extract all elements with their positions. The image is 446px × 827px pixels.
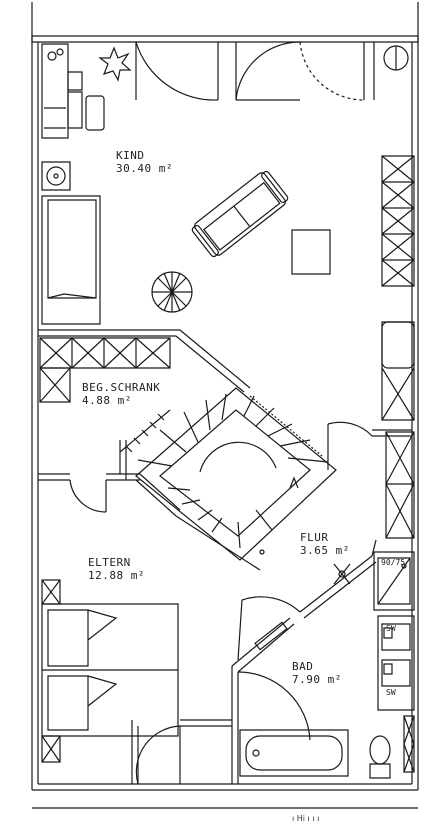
staircase <box>120 388 336 560</box>
outer-walls <box>32 2 418 808</box>
wall-outlet <box>334 564 350 584</box>
toilet <box>369 735 391 778</box>
double-bed <box>42 580 178 762</box>
small-cabinet-bad <box>404 716 414 772</box>
wardrobe-right-lower <box>386 432 414 538</box>
kid-bed <box>42 196 100 324</box>
sw-label-bottom: SW <box>386 688 396 697</box>
room-area-bad: 7.90 m² <box>292 673 342 686</box>
sw-label-top: SW <box>386 624 396 633</box>
room-area-flur: 3.65 m² <box>300 544 350 557</box>
round-lamp <box>152 272 192 312</box>
room-label-eltern: ELTERN 12.88 m² <box>88 556 145 582</box>
room-area-eltern: 12.88 m² <box>88 569 145 582</box>
shower-size-label: 90/75 <box>381 558 406 567</box>
room-label-flur: FLUR 3.65 m² <box>300 531 350 557</box>
room-label-bad: BAD 7.90 m² <box>292 660 342 686</box>
room-area-schrank: 4.88 m² <box>82 394 132 407</box>
room-label-schrank: BEG.SCHRANK 4.88 m² <box>82 381 160 407</box>
wardrobe-right-top <box>382 156 414 286</box>
footer-text: ı Hi ı ı ı <box>292 814 320 823</box>
room-name-eltern: ELTERN <box>88 556 131 569</box>
vanity <box>378 616 414 710</box>
balcony-doors <box>136 42 408 100</box>
radiator <box>255 622 287 649</box>
room-label-kind: KIND 30.40 m² <box>116 149 173 175</box>
sofa <box>190 169 290 260</box>
room-name-kind: KIND <box>116 149 145 162</box>
plant-icon <box>100 48 130 80</box>
side-table <box>292 230 330 274</box>
washbasin-kid <box>42 162 70 190</box>
built-in-closet <box>40 338 170 402</box>
room-name-bad: BAD <box>292 660 314 673</box>
room-name-flur: FLUR <box>300 531 329 544</box>
bathtub <box>240 730 348 776</box>
shower <box>374 552 414 610</box>
interior-walls <box>38 330 412 784</box>
door-arcs <box>70 422 372 784</box>
room-name-schrank: BEG.SCHRANK <box>82 381 161 394</box>
desk <box>42 44 104 138</box>
cabinet-right-middle <box>382 322 414 420</box>
room-area-kind: 30.40 m² <box>116 162 173 175</box>
